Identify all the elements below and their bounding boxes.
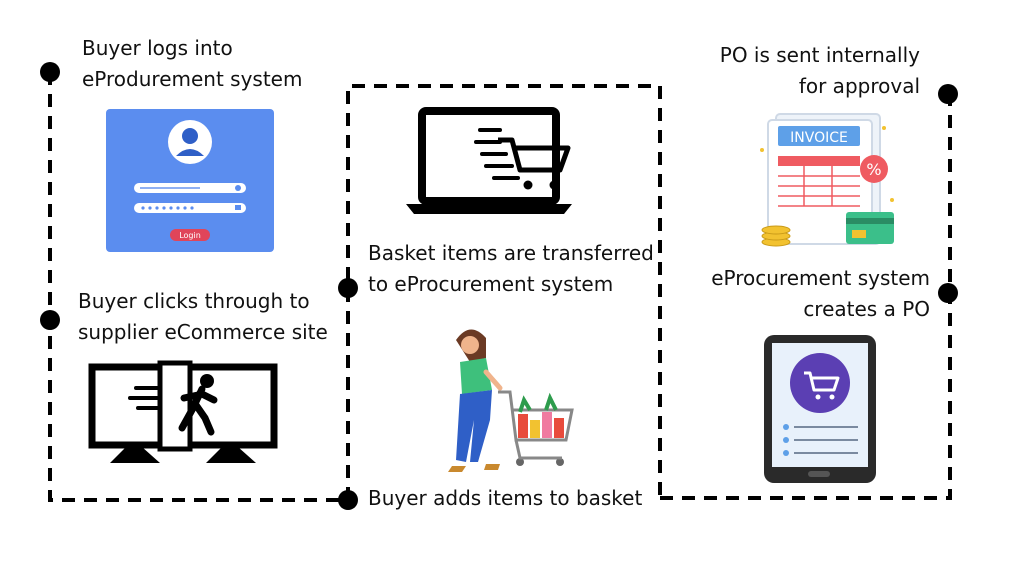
step-login-line1: Buyer logs into — [82, 36, 233, 60]
step-add-items-text: Buyer adds items to basket — [368, 486, 643, 510]
step-create-po-label: eProcurement system creates a PO — [711, 263, 930, 325]
laptop-shopping-cart-icon — [406, 107, 572, 214]
step-transfer-label: Basket items are transferred to eProcure… — [368, 238, 654, 300]
invoice-header-label: INVOICE — [790, 130, 848, 146]
step-clickthrough-label: Buyer clicks through to supplier eCommer… — [78, 286, 328, 348]
shopper-with-cart-icon — [448, 329, 574, 472]
dot-create-po — [938, 283, 958, 303]
path-right-segment — [660, 94, 952, 500]
step-approval-line1: PO is sent internally — [719, 43, 920, 67]
running-exit-monitor-icon — [88, 360, 278, 463]
step-login-label: Buyer logs into eProdurement system — [82, 33, 302, 95]
path-left-segment — [48, 72, 348, 502]
dot-add-items — [338, 490, 358, 510]
step-create-po-line1: eProcurement system — [711, 266, 930, 290]
step-clickthrough-line2: supplier eCommerce site — [78, 320, 328, 344]
login-button-label: Login — [179, 231, 201, 240]
dot-clickthrough — [40, 310, 60, 330]
step-clickthrough-line1: Buyer clicks through to — [78, 289, 310, 313]
dot-login — [40, 62, 60, 82]
step-login-line2: eProdurement system — [82, 67, 303, 91]
step-approval-line2: for approval — [798, 74, 920, 98]
step-transfer-line2: to eProcurement system — [368, 272, 614, 296]
invoice-badge-label: % — [866, 160, 881, 179]
invoice-icon: INVOICE % — [760, 113, 894, 247]
tablet-cart-icon — [764, 335, 876, 483]
step-add-items-label: Buyer adds items to basket — [368, 483, 642, 514]
step-dots — [40, 62, 958, 510]
dot-transfer — [338, 278, 358, 298]
step-create-po-line2: creates a PO — [803, 297, 930, 321]
dot-approval — [938, 84, 958, 104]
login-screen-icon: Login — [106, 109, 274, 252]
step-approval-label: PO is sent internally for approval — [720, 40, 920, 102]
step-transfer-line1: Basket items are transferred — [368, 241, 654, 265]
